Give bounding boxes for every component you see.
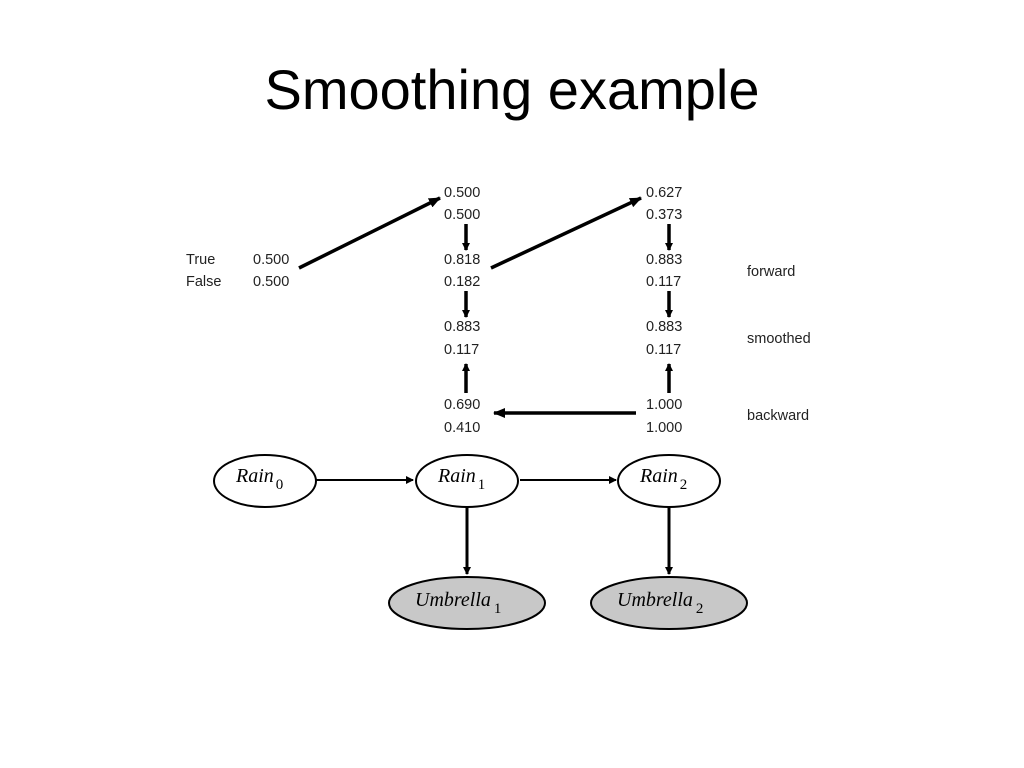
node-umbrella-1-sub: 1 xyxy=(494,601,502,617)
c1-predicted-true: 0.500 xyxy=(444,185,480,201)
c2-backward-false: 1.000 xyxy=(646,420,682,436)
node-umbrella-1-name: Umbrella xyxy=(415,589,491,611)
row-label-backward: backward xyxy=(747,408,809,424)
c2-backward-true: 1.000 xyxy=(646,397,682,413)
node-rain-2-sub: 2 xyxy=(680,477,688,493)
prior-true-label: True xyxy=(186,252,215,268)
c1-forward-false: 0.182 xyxy=(444,274,480,290)
prior-false-label: False xyxy=(186,274,221,290)
node-umbrella-2-sub: 2 xyxy=(696,601,704,617)
c2-forward-true: 0.883 xyxy=(646,252,682,268)
prior-false-value: 0.500 xyxy=(253,274,289,290)
prior-true-value: 0.500 xyxy=(253,252,289,268)
c1-forward-true: 0.818 xyxy=(444,252,480,268)
c2-smoothed-true: 0.883 xyxy=(646,319,682,335)
arrow-c1-forward-to-c2-predicted xyxy=(490,196,642,270)
node-rain-1-name: Rain xyxy=(437,465,476,487)
c1-smoothed-true: 0.883 xyxy=(444,319,480,335)
c2-smoothed-false: 0.117 xyxy=(646,342,681,358)
slide-title: Smoothing example xyxy=(264,58,760,121)
c1-smoothed-false: 0.117 xyxy=(444,342,479,358)
node-rain-2-name: Rain xyxy=(639,465,678,487)
c2-predicted-true: 0.627 xyxy=(646,185,682,201)
row-label-smoothed: smoothed xyxy=(747,331,811,347)
node-rain-1-sub: 1 xyxy=(478,477,486,493)
row-label-forward: forward xyxy=(747,264,795,280)
c2-forward-false: 0.117 xyxy=(646,274,681,290)
c1-backward-false: 0.410 xyxy=(444,420,480,436)
arrow-prior-to-c1-predicted xyxy=(298,196,441,270)
c1-predicted-false: 0.500 xyxy=(444,207,480,223)
node-umbrella-2-name: Umbrella xyxy=(617,589,693,611)
c1-backward-true: 0.690 xyxy=(444,397,480,413)
node-rain-0-sub: 0 xyxy=(276,477,284,493)
node-rain-0-name: Rain xyxy=(235,465,274,487)
c2-predicted-false: 0.373 xyxy=(646,207,682,223)
